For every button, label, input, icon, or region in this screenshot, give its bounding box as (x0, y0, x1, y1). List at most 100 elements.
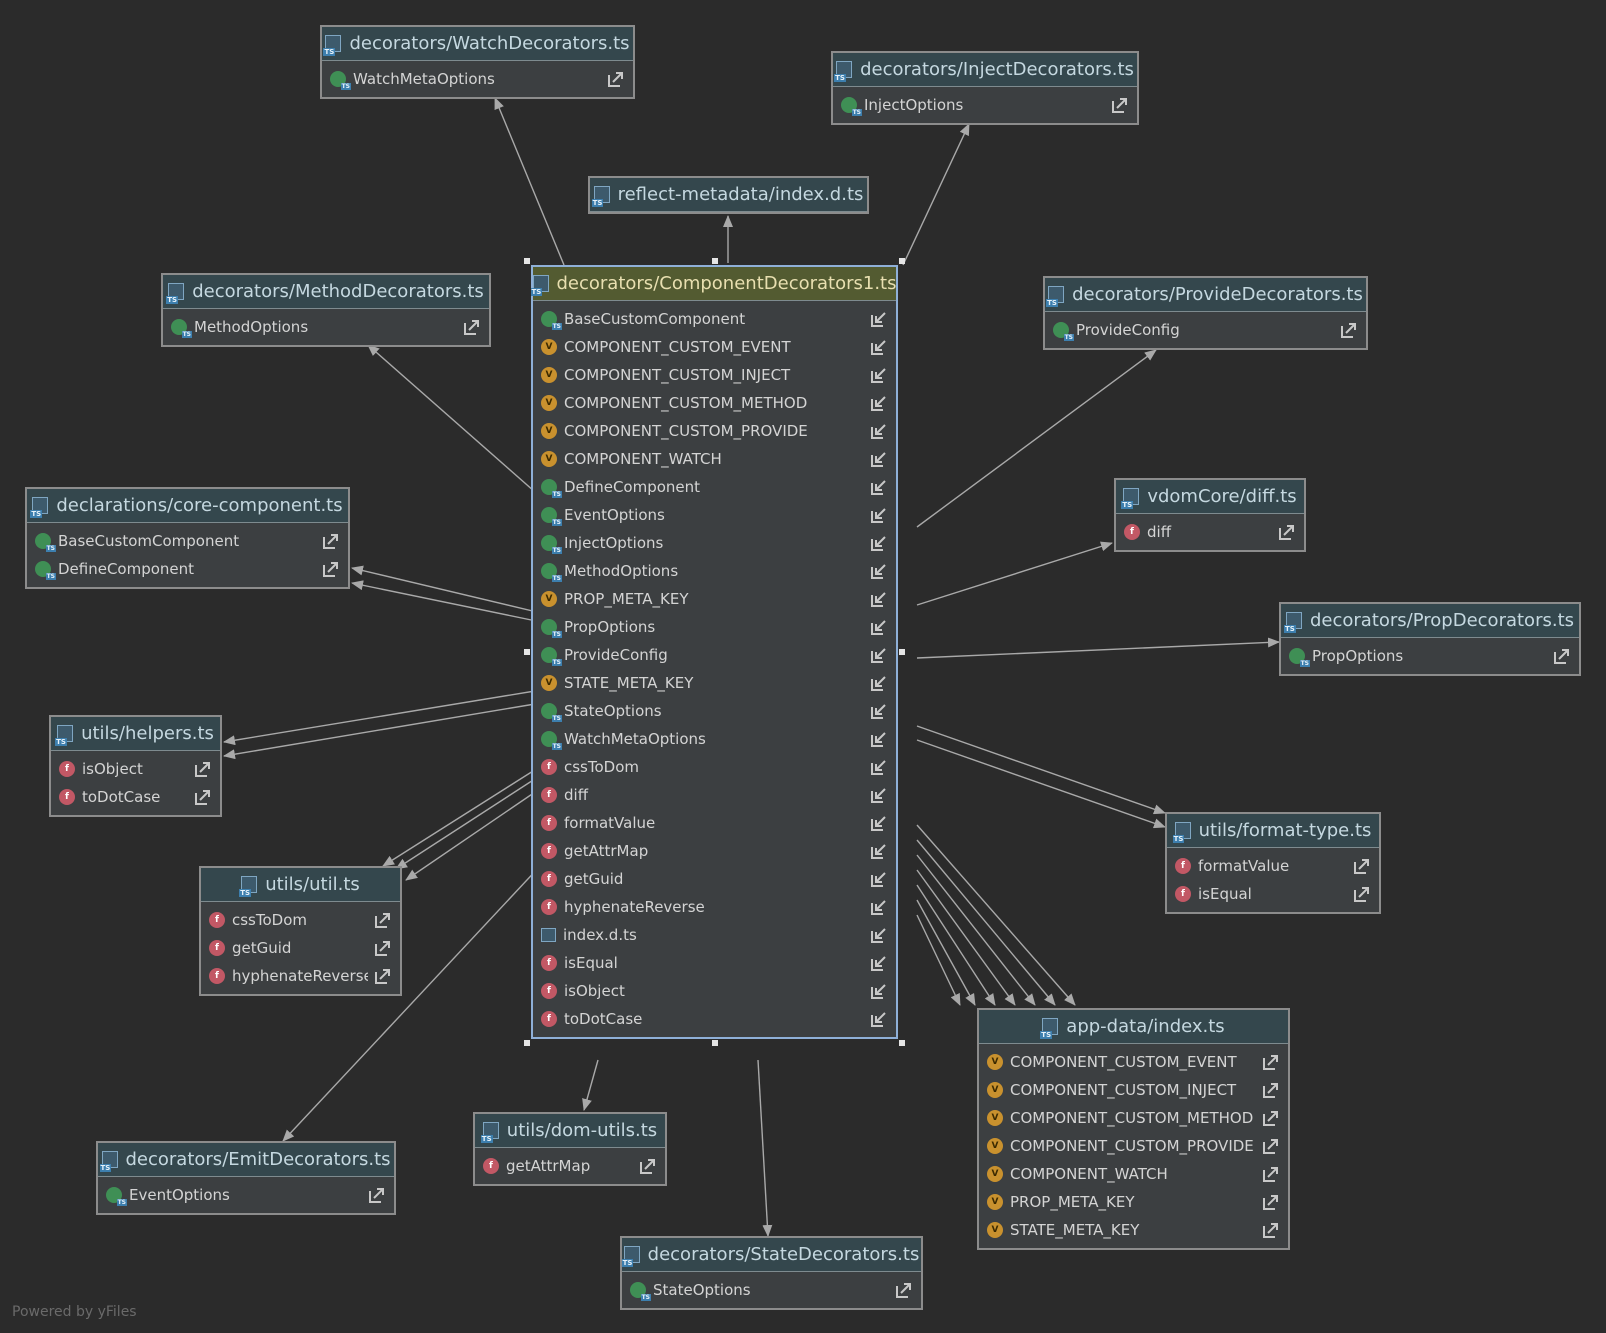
navigate-in-icon[interactable] (870, 590, 888, 608)
file-node-method[interactable]: decorators/MethodDecorators.tsMethodOpti… (161, 273, 491, 347)
file-node-header[interactable]: declarations/core-component.ts (27, 489, 348, 523)
selection-handle[interactable] (524, 258, 530, 264)
navigate-in-icon[interactable] (870, 366, 888, 384)
file-node-header[interactable]: decorators/ComponentDecorators1.ts (530, 267, 897, 301)
navigate-out-icon[interactable] (1553, 647, 1571, 665)
navigate-in-icon[interactable] (870, 982, 888, 1000)
navigate-out-icon[interactable] (607, 70, 625, 88)
navigate-out-icon[interactable] (322, 532, 340, 550)
navigate-in-icon[interactable] (870, 1010, 888, 1028)
navigate-in-icon[interactable] (870, 338, 888, 356)
member-row[interactable]: PropOptions (533, 613, 896, 641)
selection-handle[interactable] (524, 1040, 530, 1046)
navigate-in-icon[interactable] (870, 618, 888, 636)
navigate-in-icon[interactable] (870, 702, 888, 720)
navigate-out-icon[interactable] (194, 788, 212, 806)
selection-handle[interactable] (899, 258, 905, 264)
file-node-header[interactable]: decorators/EmitDecorators.ts (98, 1143, 394, 1177)
file-node-header[interactable]: decorators/PropDecorators.ts (1281, 604, 1579, 638)
navigate-out-icon[interactable] (374, 967, 392, 985)
file-node-declarations[interactable]: declarations/core-component.tsBaseCustom… (25, 487, 350, 589)
navigate-out-icon[interactable] (1262, 1081, 1280, 1099)
navigate-in-icon[interactable] (870, 954, 888, 972)
navigate-in-icon[interactable] (870, 394, 888, 412)
navigate-in-icon[interactable] (870, 730, 888, 748)
file-node-header[interactable]: utils/dom-utils.ts (475, 1114, 665, 1148)
member-row[interactable]: ProvideConfig (533, 641, 896, 669)
file-node-header[interactable]: decorators/ProvideDecorators.ts (1045, 278, 1366, 312)
navigate-in-icon[interactable] (870, 926, 888, 944)
selection-handle[interactable] (711, 258, 718, 264)
file-node-state[interactable]: decorators/StateDecorators.tsStateOption… (620, 1236, 923, 1310)
navigate-out-icon[interactable] (374, 911, 392, 929)
file-node-watch[interactable]: decorators/WatchDecorators.tsWatchMetaOp… (320, 25, 635, 99)
navigate-out-icon[interactable] (463, 318, 481, 336)
navigate-in-icon[interactable] (870, 898, 888, 916)
file-node-header[interactable]: utils/helpers.ts (51, 717, 220, 751)
navigate-out-icon[interactable] (374, 939, 392, 957)
member-row[interactable]: WatchMetaOptions (533, 725, 896, 753)
file-node-provide[interactable]: decorators/ProvideDecorators.tsProvideCo… (1043, 276, 1368, 350)
navigate-out-icon[interactable] (1111, 96, 1129, 114)
navigate-out-icon[interactable] (1262, 1165, 1280, 1183)
member-row[interactable]: InjectOptions (833, 91, 1137, 119)
navigate-in-icon[interactable] (870, 814, 888, 832)
member-row[interactable]: index.d.ts (533, 921, 896, 949)
navigate-in-icon[interactable] (870, 478, 888, 496)
navigate-in-icon[interactable] (870, 870, 888, 888)
navigate-in-icon[interactable] (870, 310, 888, 328)
member-row[interactable]: BaseCustomComponent (533, 305, 896, 333)
navigate-in-icon[interactable] (870, 534, 888, 552)
navigate-in-icon[interactable] (870, 506, 888, 524)
member-row[interactable]: BaseCustomComponent (27, 527, 348, 555)
navigate-in-icon[interactable] (870, 562, 888, 580)
navigate-out-icon[interactable] (1262, 1053, 1280, 1071)
navigate-out-icon[interactable] (639, 1157, 657, 1175)
file-node-prop[interactable]: decorators/PropDecorators.tsPropOptions (1279, 602, 1581, 676)
navigate-in-icon[interactable] (870, 758, 888, 776)
member-row[interactable]: PropOptions (1281, 642, 1579, 670)
selection-handle[interactable] (524, 649, 530, 655)
file-node-util[interactable]: utils/util.tsfcssToDomfgetGuidfhyphenate… (199, 866, 402, 996)
member-row[interactable]: EventOptions (98, 1181, 394, 1209)
navigate-out-icon[interactable] (895, 1281, 913, 1299)
member-row[interactable]: WatchMetaOptions (322, 65, 633, 93)
navigate-out-icon[interactable] (1353, 857, 1371, 875)
member-row[interactable]: ProvideConfig (1045, 316, 1366, 344)
file-node-emit[interactable]: decorators/EmitDecorators.tsEventOptions (96, 1141, 396, 1215)
member-row[interactable]: DefineComponent (533, 473, 896, 501)
selection-handle[interactable] (899, 1040, 905, 1046)
file-node-reflect[interactable]: reflect-metadata/index.d.ts (588, 176, 869, 214)
file-node-header[interactable]: decorators/InjectDecorators.ts (833, 53, 1137, 87)
navigate-out-icon[interactable] (194, 760, 212, 778)
navigate-out-icon[interactable] (322, 560, 340, 578)
navigate-out-icon[interactable] (1262, 1221, 1280, 1239)
